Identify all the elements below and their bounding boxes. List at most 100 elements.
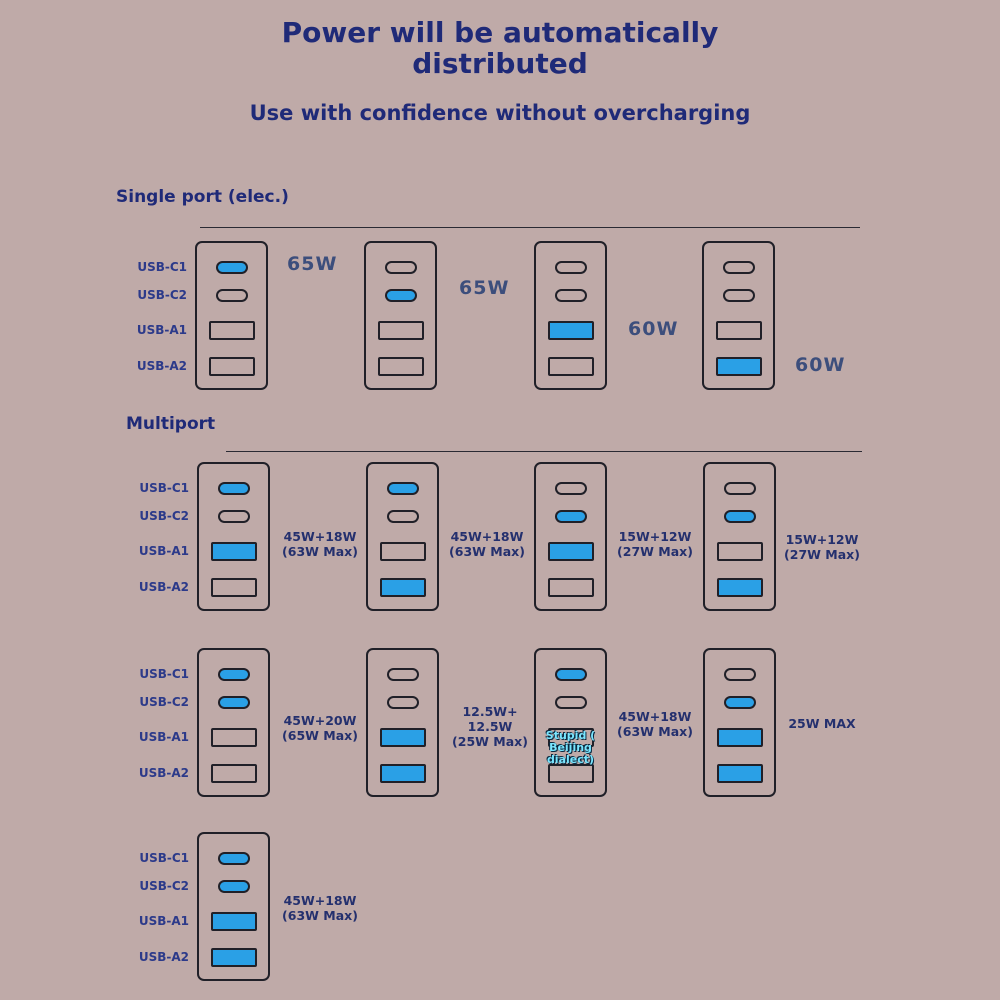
subtitle: Use with confidence without overcharging [249,101,751,125]
port-usb-a2-active [379,578,426,597]
single-label-usb-c1: USB-C1 [137,259,187,274]
multi-power-2-power-line2: (63W Max) [449,544,525,559]
single-label-usb-a1: USB-A1 [136,322,187,337]
port-usb-c2-active [723,696,756,709]
multi-power-5-power-line1: 45W+20W [283,713,357,728]
single-power-3: 60W [628,318,679,340]
port-usb-c2-active [384,289,417,302]
device-note: Stupid ( Beijing dialect) [545,729,596,766]
title-line-1: Power will be automatically [281,16,719,49]
port-usb-c2-active [554,510,587,523]
device-single-4 [702,241,775,390]
multi-power-7: 45W+18W(63W Max) [595,709,715,739]
port-usb-a1-active [210,542,257,561]
port-usb-c1-idle [384,261,417,274]
multi-power-8-power-line1: 25W MAX [788,716,856,731]
port-usb-c2-active [217,880,250,893]
multi-power-3-power-line1: 15W+12W [618,529,692,544]
port-usb-c1-active [217,668,250,681]
single-power-1: 65W [287,253,338,275]
multi-row2-label-usb-c1: USB-C1 [139,666,189,681]
port-usb-c1-active [554,668,587,681]
port-usb-a2-active [715,357,762,376]
port-usb-a2-active [716,764,763,783]
multi-power-1: 45W+18W(63W Max) [260,529,380,559]
multi-power-6-power-line1: 12.5W+ [462,704,518,719]
divider-multi [226,451,862,452]
single-power-4: 60W [795,354,846,376]
multi-row1-label-usb-c2: USB-C2 [139,508,189,523]
device-single-3 [534,241,607,390]
multi-row2-label-usb-c2: USB-C2 [139,694,189,709]
multi-power-8: 25W MAX [762,716,882,731]
multi-power-9-power-line1: 45W+18W [283,893,357,908]
port-usb-c2-idle [215,289,248,302]
multi-row2-label-usb-a1: USB-A1 [138,729,189,744]
multi-row2-label-usb-a2: USB-A2 [138,765,189,780]
multi-row3-label-usb-c2: USB-C2 [139,878,189,893]
device-multi-9 [197,832,270,981]
multi-power-4-power-line1: 15W+12W [785,532,859,547]
port-usb-c1-idle [554,482,587,495]
port-usb-a2-idle [547,578,594,597]
port-usb-c1-idle [723,482,756,495]
port-usb-c1-idle [554,261,587,274]
port-usb-a2-idle [547,357,594,376]
multi-power-7-power-line2: (63W Max) [617,724,693,739]
port-usb-a1-idle [208,321,255,340]
multi-power-2: 45W+18W(63W Max) [427,529,547,559]
port-usb-a2-idle [210,764,257,783]
port-usb-a2-idle [208,357,255,376]
port-usb-c2-idle [722,289,755,302]
multi-power-6: 12.5W+12.5W(25W Max) [430,704,550,749]
multi-power-1-power-line2: (63W Max) [282,544,358,559]
port-usb-c1-idle [386,668,419,681]
section-single-port: Single port (elec.) [116,187,289,207]
multi-power-4-power-line2: (27W Max) [784,547,860,562]
port-usb-c1-active [386,482,419,495]
multi-row1-label-usb-a1: USB-A1 [138,543,189,558]
single-power-2: 65W [459,277,510,299]
port-usb-c1-idle [723,668,756,681]
device-multi-5 [197,648,270,797]
multi-power-6-power-line3: (25W Max) [452,734,528,749]
port-usb-a1-active [716,728,763,747]
multi-power-5: 45W+20W(65W Max) [260,713,380,743]
multi-row3-label-usb-a2: USB-A2 [138,949,189,964]
device-single-1 [195,241,268,390]
port-usb-a2-idle [377,357,424,376]
title-line-2: distributed [412,47,588,80]
port-usb-a2-active [210,948,257,967]
port-usb-c2-idle [554,696,587,709]
port-usb-a1-active [547,321,594,340]
port-usb-c2-idle [217,510,250,523]
multi-power-7-power-line1: 45W+18W [618,709,692,724]
device-multi-6 [366,648,439,797]
multi-power-9-power-line2: (63W Max) [282,908,358,923]
port-usb-a1-idle [210,728,257,747]
port-usb-a1-active [210,912,257,931]
single-label-usb-a2: USB-A2 [136,358,187,373]
port-usb-c1-active [217,482,250,495]
port-usb-c2-idle [554,289,587,302]
multi-power-6-power-line2: 12.5W [467,719,513,734]
device-single-2 [364,241,437,390]
multi-row1-label-usb-a2: USB-A2 [138,579,189,594]
port-usb-c1-idle [722,261,755,274]
port-usb-a1-idle [547,728,594,747]
port-usb-a2-idle [547,764,594,783]
device-multi-8 [703,648,776,797]
multi-power-2-power-line1: 45W+18W [450,529,524,544]
multi-power-1-power-line1: 45W+18W [283,529,357,544]
multi-power-5-power-line2: (65W Max) [282,728,358,743]
port-usb-c2-idle [386,696,419,709]
device-multi-7 [534,648,607,797]
multi-power-9: 45W+18W(63W Max) [260,893,380,923]
port-usb-a2-active [379,764,426,783]
port-usb-a1-idle [377,321,424,340]
port-usb-c2-active [217,696,250,709]
single-label-usb-c2: USB-C2 [137,287,187,302]
divider-single [200,227,860,228]
port-usb-c1-active [215,261,248,274]
multi-power-3: 15W+12W(27W Max) [595,529,715,559]
